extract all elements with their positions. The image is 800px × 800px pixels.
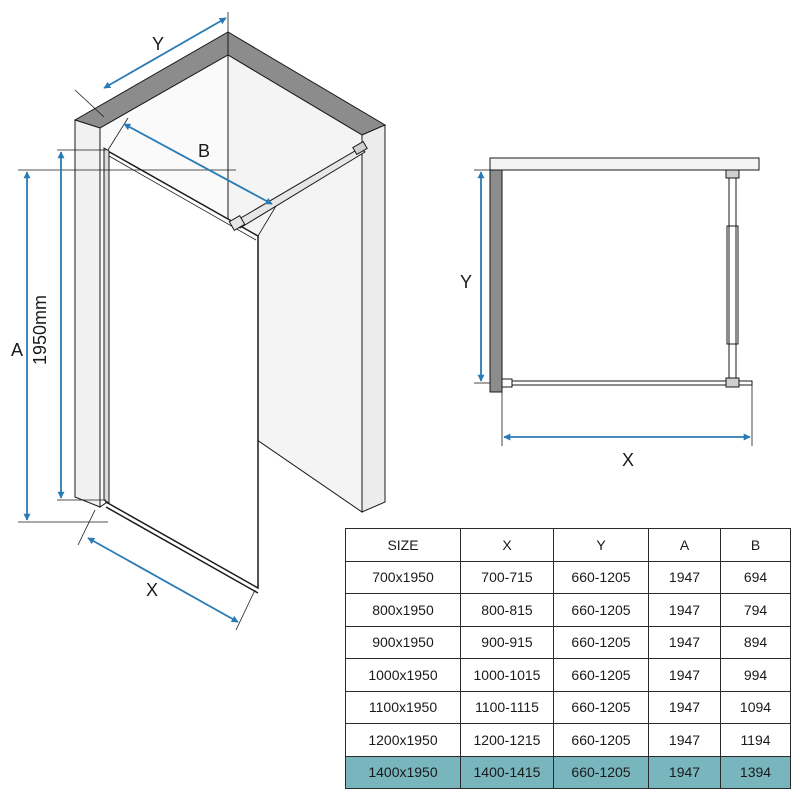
header-size: SIZE xyxy=(345,528,461,562)
cell-y: 660-1205 xyxy=(553,723,649,757)
table-row: 800x1950 800-815 660-1205 1947 794 xyxy=(345,593,791,627)
cell-y: 660-1205 xyxy=(553,658,649,692)
cell-a: 1947 xyxy=(648,658,721,692)
cell-a: 1947 xyxy=(648,625,721,659)
cell-x: 1100-1115 xyxy=(460,690,554,724)
cell-size: 900x1950 xyxy=(345,625,461,659)
label-y-plan: Y xyxy=(460,272,472,292)
cell-y: 660-1205 xyxy=(553,625,649,659)
cell-x: 1200-1215 xyxy=(460,723,554,757)
table-row: 700x1950 700-715 660-1205 1947 694 xyxy=(345,560,791,594)
plan-view: Y X xyxy=(460,157,760,470)
plan-glass-panel xyxy=(501,380,753,386)
cell-x: 700-715 xyxy=(460,560,554,594)
stabilizer-clamp xyxy=(228,214,246,232)
header-y: Y xyxy=(553,528,649,562)
label-height-iso: 1950mm xyxy=(30,295,50,365)
cell-size: 1200x1950 xyxy=(345,723,461,757)
cell-b: 1094 xyxy=(720,690,791,724)
cell-y: 660-1205 xyxy=(553,560,649,594)
stabilizer-wall-bracket xyxy=(352,140,368,156)
cell-a: 1947 xyxy=(648,593,721,627)
cell-b: 1194 xyxy=(720,723,791,757)
cell-b: 694 xyxy=(720,560,791,594)
cell-size: 800x1950 xyxy=(345,593,461,627)
dimension-lines xyxy=(23,17,273,623)
cell-a: 1947 xyxy=(648,690,721,724)
cell-x: 800-815 xyxy=(460,593,554,627)
cell-b: 894 xyxy=(720,625,791,659)
table-row: 1200x1950 1200-1215 660-1205 1947 1194 xyxy=(345,723,791,757)
header-b: B xyxy=(720,528,791,562)
cell-b: 794 xyxy=(720,593,791,627)
wall-left-edge xyxy=(74,119,101,508)
label-x-iso: X xyxy=(146,580,158,600)
plan-extension-lines xyxy=(474,169,753,446)
label-y-iso: Y xyxy=(152,34,164,54)
cell-b: 994 xyxy=(720,658,791,692)
label-b-iso: B xyxy=(198,141,210,161)
cell-b: 1394 xyxy=(720,755,791,789)
header-x: X xyxy=(460,528,554,562)
cell-y: 660-1205 xyxy=(553,593,649,627)
cell-size: 1400x1950 xyxy=(345,755,461,789)
table-row: 1000x1950 1000-1015 660-1205 1947 994 xyxy=(345,658,791,692)
table-row: 900x1950 900-915 660-1205 1947 894 xyxy=(345,625,791,659)
table-row: 1100x1950 1100-1115 660-1205 1947 1094 xyxy=(345,690,791,724)
plan-stabilizer-bracket xyxy=(725,169,740,179)
header-a: A xyxy=(648,528,721,562)
plan-stabilizer-bar xyxy=(728,169,737,383)
dim-y-iso xyxy=(103,17,227,89)
plan-wall-profile xyxy=(501,378,513,388)
cell-size: 700x1950 xyxy=(345,560,461,594)
plan-wall-top xyxy=(489,157,760,171)
wall-right-edge xyxy=(361,124,386,513)
size-table-header: SIZE X Y A B xyxy=(345,528,791,562)
label-a-iso: A xyxy=(11,340,23,360)
cell-a: 1947 xyxy=(648,560,721,594)
dim-x-iso xyxy=(87,537,239,623)
cell-x: 1400-1415 xyxy=(460,755,554,789)
plan-stabilizer-clamp xyxy=(725,377,740,388)
cell-a: 1947 xyxy=(648,723,721,757)
plan-dimension-lines xyxy=(477,171,751,441)
cell-x: 1000-1015 xyxy=(460,658,554,692)
cell-size: 1100x1950 xyxy=(345,690,461,724)
cell-a: 1947 xyxy=(648,755,721,789)
isometric-view: Y B A 1950mm X xyxy=(11,12,387,631)
plan-wall-left xyxy=(489,169,503,393)
label-x-plan: X xyxy=(622,450,634,470)
cell-y: 660-1205 xyxy=(553,755,649,789)
size-table: SIZE X Y A B 700x1950 700-715 660-1205 1… xyxy=(345,528,791,789)
cell-size: 1000x1950 xyxy=(345,658,461,692)
dim-b-iso xyxy=(123,123,273,205)
plan-stabilizer-sleeve xyxy=(726,225,739,345)
cell-y: 660-1205 xyxy=(553,690,649,724)
table-row-highlighted: 1400x1950 1400-1415 660-1205 1947 1394 xyxy=(345,755,791,789)
cell-x: 900-915 xyxy=(460,625,554,659)
wall-profile xyxy=(103,147,110,504)
